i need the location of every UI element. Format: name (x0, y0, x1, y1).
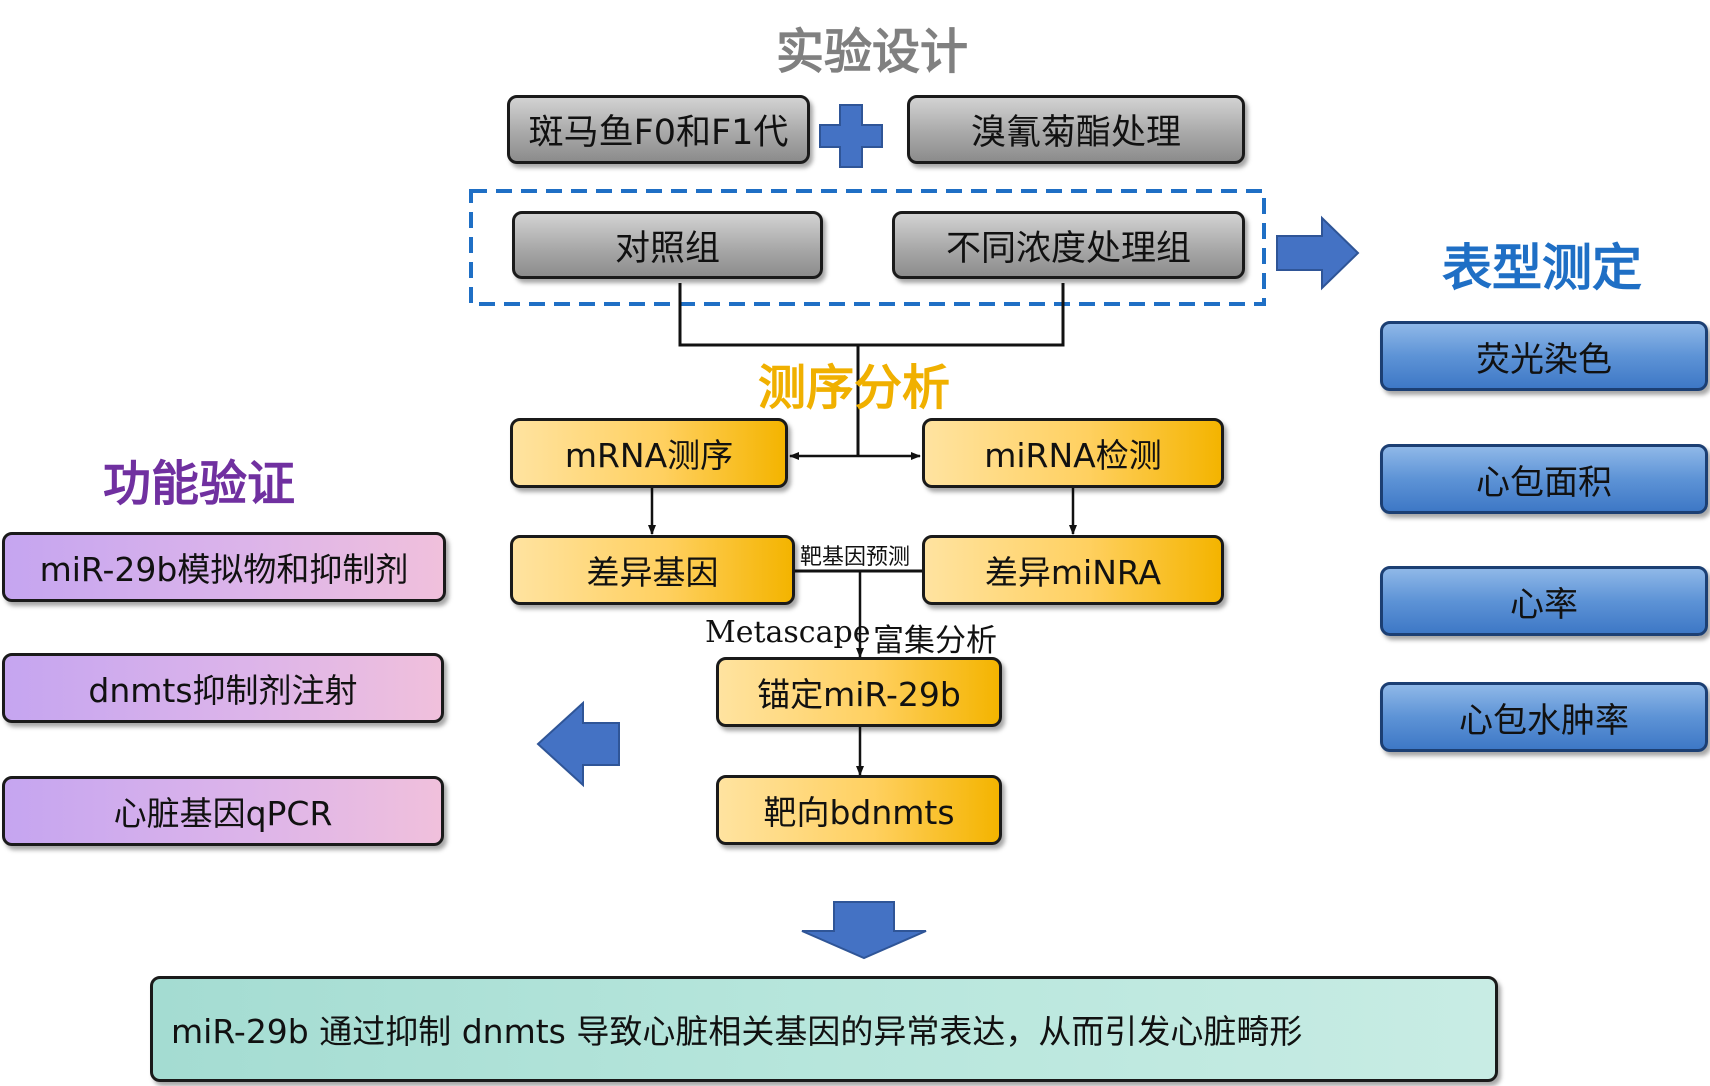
diff-gene-box: 差异基因 (510, 535, 795, 605)
mirna-detect-box: miRNA检测 (922, 418, 1224, 488)
mrna-seq-box: mRNA测序 (510, 418, 788, 488)
conclusion-box: miR-29b 通过抑制 dnmts 导致心脏相关基因的异常表达，从而引发心脏畸… (150, 976, 1498, 1082)
title-validation: 功能验证 (103, 456, 296, 512)
diff-mirna-box: 差异miNRA (922, 535, 1224, 605)
metascape-label: Metascape (705, 615, 871, 650)
control-group-box: 对照组 (512, 211, 823, 279)
left-arrow-icon (536, 700, 620, 788)
title-phenotype: 表型测定 (1442, 239, 1642, 297)
validation-item: miR-29b模拟物和抑制剂 (2, 532, 446, 602)
right-arrow-icon (1276, 215, 1360, 291)
down-arrow-icon (801, 901, 927, 960)
phenotype-item: 心率 (1380, 566, 1708, 636)
phenotype-item: 荧光染色 (1380, 321, 1708, 391)
title-sequencing: 测序分析 (758, 360, 951, 416)
dose-group-box: 不同浓度处理组 (892, 211, 1245, 279)
enrich-label: 富集分析 (873, 623, 997, 659)
title-design: 实验设计 (776, 24, 969, 80)
validation-item: dnmts抑制剂注射 (2, 653, 444, 723)
validation-item: 心脏基因qPCR (2, 776, 444, 846)
treatment-box: 溴氰菊酯处理 (907, 95, 1245, 164)
target-bdnmts-box: 靶向bdnmts (716, 775, 1002, 845)
phenotype-item: 心包面积 (1380, 444, 1708, 514)
zebrafish-box: 斑马鱼F0和F1代 (507, 95, 810, 164)
group-dashed-frame (469, 189, 1266, 306)
group-merge-line (678, 283, 1065, 347)
anchor-mir29b-box: 锚定miR-29b (716, 657, 1002, 727)
plus-icon (819, 104, 883, 168)
phenotype-item: 心包水肿率 (1380, 682, 1708, 752)
target-predict-label: 靶基因预测 (800, 545, 911, 570)
